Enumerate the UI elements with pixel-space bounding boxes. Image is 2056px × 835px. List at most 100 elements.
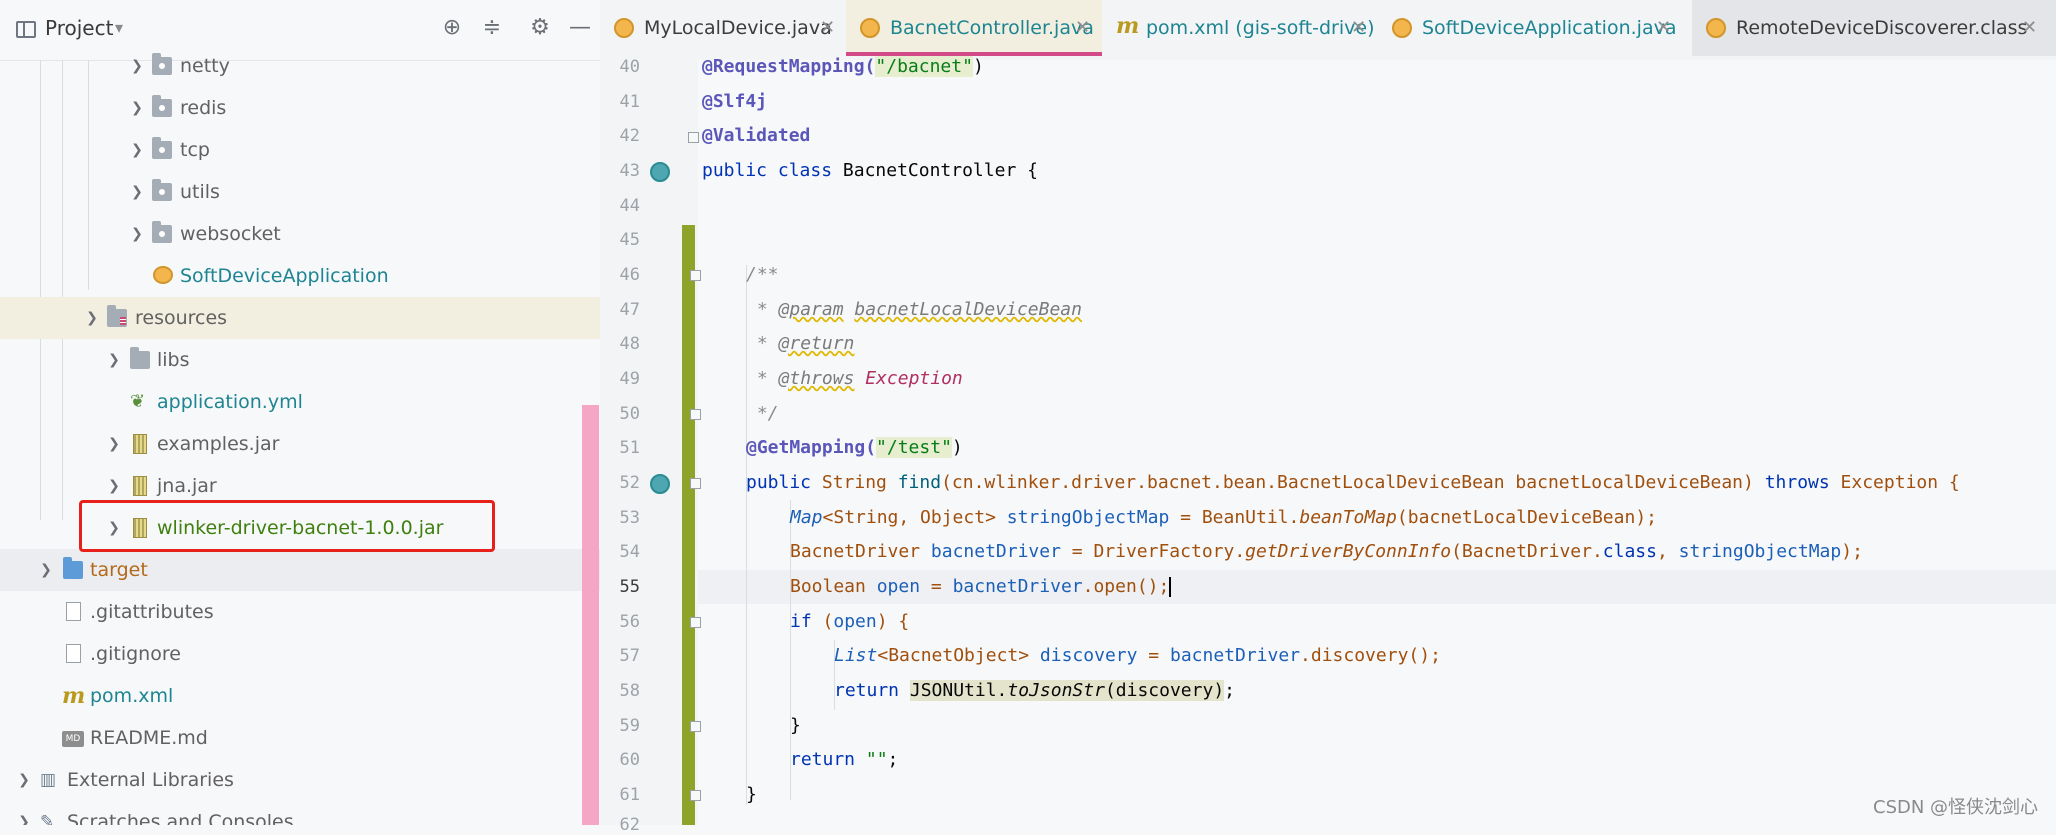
close-icon[interactable]: ✕	[1656, 17, 1672, 38]
code-token: class	[1602, 541, 1657, 562]
code-token: public class	[702, 160, 843, 181]
project-window-icon[interactable]	[16, 21, 36, 38]
line-number: 53	[619, 508, 640, 528]
tree-item-label: redis	[180, 97, 227, 119]
code-line-60: return "";	[790, 749, 898, 770]
fold-marker-icon[interactable]	[688, 132, 699, 143]
current-line-highlight	[698, 570, 2056, 604]
chevron-right-icon[interactable]: ❯	[18, 814, 30, 825]
tree-item-pom-xml[interactable]: m pom.xml	[0, 675, 600, 717]
chevron-right-icon[interactable]: ❯	[131, 226, 143, 242]
chevron-right-icon[interactable]: ❯	[108, 352, 120, 368]
gear-icon[interactable]: ⚙	[530, 15, 550, 40]
spring-mapping-icon[interactable]	[650, 474, 670, 494]
locate-icon[interactable]: ⊕	[442, 15, 462, 40]
tree-item-external-libraries[interactable]: ❯ ▥ External Libraries	[0, 759, 600, 801]
tab-label: MyLocalDevice.java	[644, 17, 832, 39]
tree-item-examples-jar[interactable]: ❯ examples.jar	[0, 423, 600, 465]
tree-item-gitignore[interactable]: .gitignore	[0, 633, 600, 675]
chevron-right-icon[interactable]: ❯	[40, 562, 52, 578]
vcs-modified-bar[interactable]	[682, 225, 695, 825]
code-line-47: * @param bacnetLocalDeviceBean	[746, 299, 1082, 320]
tree-item-label: wlinker-driver-bacnet-1.0.0.jar	[157, 517, 444, 539]
code-token: return	[834, 680, 910, 701]
code-token: discovery	[1039, 645, 1138, 666]
fold-marker-icon[interactable]	[690, 270, 701, 281]
chevron-down-icon[interactable]: ▾	[115, 18, 124, 37]
code-token: .	[1300, 645, 1311, 666]
chevron-right-icon[interactable]: ❯	[108, 436, 120, 452]
tree-item-tcp[interactable]: ❯ tcp	[0, 129, 600, 171]
tree-item-jna-jar[interactable]: ❯ jna.jar	[0, 465, 600, 507]
fold-marker-icon[interactable]	[690, 721, 701, 732]
java-class-icon	[153, 266, 173, 284]
tree-item-label: tcp	[180, 139, 210, 161]
chevron-down-icon[interactable]: ❯	[86, 310, 98, 326]
spring-bean-icon[interactable]	[650, 162, 670, 182]
code-token: ) {	[876, 611, 910, 632]
code-line-59: }	[790, 715, 801, 736]
code-token: <BacnetObject>	[877, 645, 1040, 666]
tree-item-netty[interactable]: ❯ netty	[0, 45, 600, 87]
chevron-right-icon[interactable]: ❯	[108, 520, 120, 536]
code-line-52: public String find(cn.wlinker.driver.bac…	[746, 472, 1960, 493]
code-token: )	[972, 56, 984, 77]
folder-icon	[130, 347, 150, 369]
line-number: 52	[619, 473, 640, 493]
project-panel: Project ▾ ⊕ ≑ ⚙ — ❯ netty ❯ redis ❯ tcp …	[0, 0, 600, 825]
tree-item-redis[interactable]: ❯ redis	[0, 87, 600, 129]
code-line-61: }	[746, 784, 757, 805]
fold-marker-icon[interactable]	[690, 409, 701, 420]
chevron-right-icon[interactable]: ❯	[131, 184, 143, 200]
project-panel-title[interactable]: Project	[45, 16, 114, 40]
code-token: ""	[865, 749, 888, 770]
code-line-41: @Slf4j	[702, 91, 767, 112]
chevron-right-icon[interactable]: ❯	[131, 58, 143, 74]
chevron-right-icon[interactable]: ❯	[131, 100, 143, 116]
tree-item-application-yml[interactable]: ❦ application.yml	[0, 381, 600, 423]
tree-item-resources[interactable]: ❯ resources	[0, 297, 600, 339]
fold-marker-icon[interactable]	[690, 478, 701, 489]
code-token: ();	[1408, 645, 1441, 666]
java-class-icon	[1392, 18, 1412, 38]
code-line-56: if (open) {	[790, 611, 909, 632]
tab-remotedevicediscoverer[interactable]: RemoteDeviceDiscoverer.class ✕	[1692, 0, 2056, 56]
code-line-46: /**	[746, 264, 779, 285]
line-number: 54	[619, 542, 640, 562]
tree-item-target[interactable]: ❯ target	[0, 549, 600, 591]
yaml-file-icon: ❦	[130, 391, 146, 412]
file-icon	[66, 644, 81, 663]
minimize-icon[interactable]: —	[569, 15, 591, 40]
tree-item-label: libs	[157, 349, 190, 371]
tree-item-wlinker-driver-bacnet-jar[interactable]: ❯ wlinker-driver-bacnet-1.0.0.jar	[0, 507, 600, 549]
tree-item-scratches[interactable]: ❯ ✎ Scratches and Consoles	[0, 801, 600, 825]
jar-icon	[133, 518, 147, 538]
tree-item-softdeviceapplication[interactable]: SoftDeviceApplication	[0, 255, 600, 297]
code-token: "/test"	[876, 437, 952, 458]
collapse-all-icon[interactable]: ≑	[482, 15, 502, 40]
close-icon[interactable]: ✕	[2022, 17, 2038, 38]
code-line-58: return JSONUtil.toJsonStr(discovery);	[834, 680, 1235, 701]
tree-item-label: .gitignore	[90, 643, 181, 665]
chevron-right-icon[interactable]: ❯	[108, 478, 120, 494]
code-token: @return	[778, 333, 855, 354]
tree-item-readme[interactable]: MD README.md	[0, 717, 600, 759]
tree-item-libs[interactable]: ❯ libs	[0, 339, 600, 381]
tab-bacnetcontroller[interactable]: BacnetController.java ✕	[846, 0, 1102, 56]
close-icon[interactable]: ✕	[1351, 17, 1367, 38]
fold-marker-icon[interactable]	[690, 790, 701, 801]
tree-item-gitattributes[interactable]: .gitattributes	[0, 591, 600, 633]
tree-item-label: websocket	[180, 223, 281, 245]
chevron-right-icon[interactable]: ❯	[18, 772, 30, 788]
fold-marker-icon[interactable]	[690, 617, 701, 628]
code-token: open	[833, 611, 877, 632]
tree-item-websocket[interactable]: ❯ websocket	[0, 213, 600, 255]
chevron-right-icon[interactable]: ❯	[131, 142, 143, 158]
tab-pom-xml[interactable]: m pom.xml (gis-soft-drive) ✕	[1102, 0, 1378, 56]
close-icon[interactable]: ✕	[1075, 17, 1091, 38]
close-icon[interactable]: ✕	[820, 17, 836, 38]
tab-mylocaldevice[interactable]: MyLocalDevice.java ✕	[600, 0, 846, 56]
indent-guide	[40, 60, 41, 520]
tree-item-utils[interactable]: ❯ utils	[0, 171, 600, 213]
tab-softdeviceapplication[interactable]: SoftDeviceApplication.java ✕	[1378, 0, 1682, 56]
